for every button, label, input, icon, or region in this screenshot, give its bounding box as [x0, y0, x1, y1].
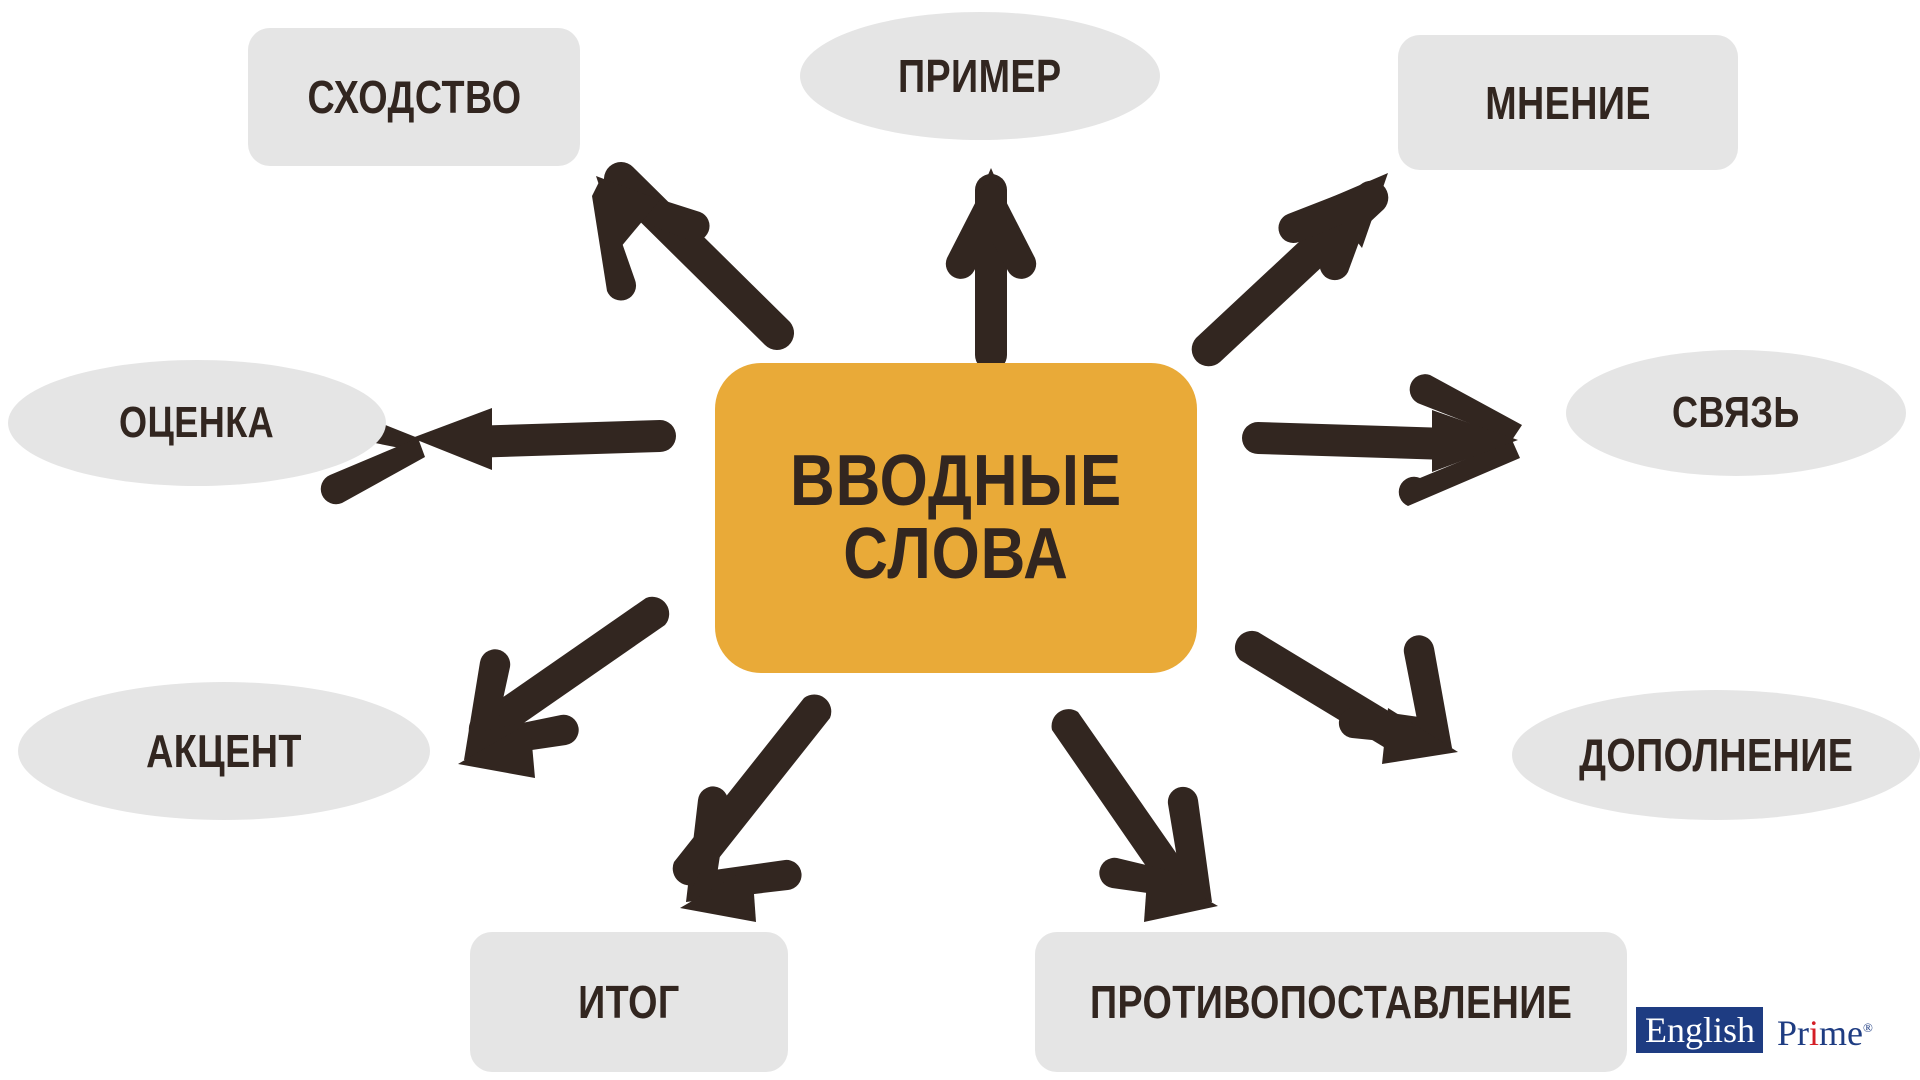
arrow-to-akcent-icon: [458, 596, 670, 778]
node-akcent-label: АКЦЕНТ: [146, 725, 302, 777]
node-protivopostavlenie-label: ПРОТИВОПОСТАВЛЕНИЕ: [1089, 976, 1573, 1028]
node-dopolnenie[interactable]: ДОПОЛНЕНИЕ: [1512, 690, 1920, 820]
node-itog[interactable]: ИТОГ: [470, 932, 788, 1072]
arrow-to-mnenie-icon: [1191, 173, 1389, 367]
arrow-to-primer-icon: [945, 168, 1037, 371]
arrow-to-itog-icon: [672, 694, 832, 922]
center-node[interactable]: ВВОДНЫЕ СЛОВА: [715, 363, 1197, 673]
arrow-to-shodstvo-icon: [592, 162, 795, 350]
brand-logo-prime-suffix: me: [1819, 1012, 1864, 1053]
brand-logo-prime-accent-i: i: [1809, 1012, 1820, 1053]
node-shodstvo[interactable]: СХОДСТВО: [248, 28, 580, 166]
center-label-line1: ВВОДНЫЕ: [789, 440, 1123, 521]
node-mnenie-label: МНЕНИЕ: [1485, 76, 1651, 129]
arrow-to-svyaz-icon: [1242, 374, 1522, 506]
node-primer-label: ПРИМЕР: [898, 50, 1062, 102]
node-svyaz-label: СВЯЗЬ: [1672, 388, 1800, 437]
node-dopolnenie-label: ДОПОЛНЕНИЕ: [1578, 729, 1854, 781]
node-akcent[interactable]: АКЦЕНТ: [18, 682, 430, 820]
brand-logo-english: English: [1636, 1007, 1764, 1053]
arrow-to-protivo-icon: [1051, 709, 1218, 922]
node-shodstvo-label: СХОДСТВО: [307, 71, 521, 123]
node-ocenka[interactable]: ОЦЕНКА: [8, 360, 386, 486]
node-itog-label: ИТОГ: [578, 976, 680, 1028]
node-ocenka-label: ОЦЕНКА: [119, 398, 275, 447]
center-label-line2: СЛОВА: [843, 514, 1069, 594]
arrow-to-dopolnenie-icon: [1234, 630, 1458, 764]
brand-logo-prime: Prime®: [1763, 1005, 1873, 1056]
node-protivopostavlenie[interactable]: ПРОТИВОПОСТАВЛЕНИЕ: [1035, 932, 1627, 1072]
registered-trademark-icon: ®: [1863, 1019, 1873, 1035]
node-svyaz[interactable]: СВЯЗЬ: [1566, 350, 1906, 476]
node-primer[interactable]: ПРИМЕР: [800, 12, 1160, 140]
brand-logo-prime-prefix: Pr: [1777, 1012, 1810, 1053]
node-mnenie[interactable]: МНЕНИЕ: [1398, 35, 1738, 170]
brand-logo[interactable]: English Prime®: [1636, 1006, 1873, 1054]
